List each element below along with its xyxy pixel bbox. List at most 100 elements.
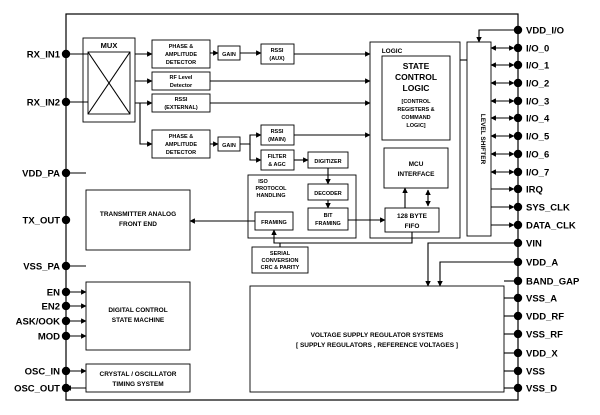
svg-text:FRAMING: FRAMING bbox=[315, 221, 341, 227]
svg-text:[CONTROL: [CONTROL bbox=[401, 99, 431, 105]
pin-rx-in1 bbox=[61, 49, 71, 59]
pin-osc-out bbox=[61, 383, 71, 393]
svg-text:DETECTOR: DETECTOR bbox=[166, 60, 196, 66]
pin-vdd-a bbox=[513, 257, 523, 267]
pin-sys-clk bbox=[513, 202, 523, 212]
pin-rx-in2 bbox=[61, 97, 71, 107]
pin-i-o-3 bbox=[513, 96, 523, 106]
pin-vdd-pa bbox=[61, 168, 71, 178]
crystal-oscillator-block bbox=[85, 363, 191, 393]
pin-label-en: EN bbox=[47, 288, 60, 299]
svg-text:MCU: MCU bbox=[409, 161, 424, 168]
svg-text:CRC & PARITY: CRC & PARITY bbox=[261, 265, 300, 271]
svg-text:TRANSMITTER ANALOG: TRANSMITTER ANALOG bbox=[100, 211, 176, 218]
pin-label-irq: IRQ bbox=[526, 185, 543, 196]
svg-text:RF Level: RF Level bbox=[170, 75, 193, 81]
pin-vdd-rf bbox=[513, 311, 523, 321]
pin-osc-in bbox=[61, 366, 71, 376]
pin-label-vss-pa: VSS_PA bbox=[23, 262, 60, 273]
pin-label-ask-ook: ASK/OOK bbox=[16, 317, 60, 328]
svg-text:BIT: BIT bbox=[324, 213, 334, 219]
svg-text:PHASE &: PHASE & bbox=[169, 134, 193, 140]
level-shifter-io-lines bbox=[476, 29, 518, 389]
pin-i-o-0 bbox=[513, 43, 523, 53]
svg-text:INTERFACE: INTERFACE bbox=[398, 171, 436, 178]
pin-label-rx-in2: RX_IN2 bbox=[27, 98, 60, 109]
svg-text:AMPLITUDE: AMPLITUDE bbox=[165, 52, 197, 58]
pin-label-rx-in1: RX_IN1 bbox=[27, 50, 61, 61]
svg-text:Detector: Detector bbox=[170, 83, 193, 89]
svg-text:(EXTERNAL): (EXTERNAL) bbox=[164, 105, 197, 111]
svg-text:GAIN: GAIN bbox=[222, 52, 236, 58]
pin-vss-pa bbox=[61, 261, 71, 271]
pin-label-osc-in: OSC_IN bbox=[25, 367, 61, 378]
svg-text:CONVERSION: CONVERSION bbox=[262, 258, 299, 264]
pin-label-vin: VIN bbox=[526, 239, 542, 250]
pin-vdd-x bbox=[513, 348, 523, 358]
pin-vin bbox=[513, 238, 523, 248]
svg-text:STATE MACHINE: STATE MACHINE bbox=[112, 317, 165, 324]
level-shifter-block bbox=[466, 41, 492, 237]
level-shifter-label: LEVEL SHIFTER bbox=[479, 114, 486, 165]
pin-label-vdd-rf: VDD_RF bbox=[526, 312, 564, 323]
pin-vss-rf bbox=[513, 329, 523, 339]
svg-text:RSSI: RSSI bbox=[175, 97, 188, 103]
svg-text:FIFO: FIFO bbox=[405, 223, 420, 230]
svg-text:PROTOCOL: PROTOCOL bbox=[255, 186, 287, 192]
pin-i-o-2 bbox=[513, 78, 523, 88]
pin-label-band-gap: BAND_GAP bbox=[526, 277, 580, 288]
pin-band-gap bbox=[513, 276, 523, 286]
pin-vss-d bbox=[513, 383, 523, 393]
svg-text:AMPLITUDE: AMPLITUDE bbox=[165, 142, 197, 148]
svg-text:LOGIC: LOGIC bbox=[382, 48, 403, 55]
svg-text:CRYSTAL / OSCILLATOR: CRYSTAL / OSCILLATOR bbox=[100, 371, 177, 378]
pin-vss-a bbox=[513, 293, 523, 303]
svg-text:128 BYTE: 128 BYTE bbox=[397, 213, 428, 220]
pin-label-sys-clk: SYS_CLK bbox=[526, 203, 570, 214]
pin-i-o-4 bbox=[513, 113, 523, 123]
pin-label-i-o-1: I/O_1 bbox=[526, 61, 550, 72]
svg-text:TIMING SYSTEM: TIMING SYSTEM bbox=[112, 381, 163, 388]
pin-tx-out bbox=[61, 215, 71, 225]
pin-label-vss-a: VSS_A bbox=[526, 294, 557, 305]
svg-text:DIGITAL CONTROL: DIGITAL CONTROL bbox=[108, 307, 167, 314]
pin-label-tx-out: TX_OUT bbox=[23, 216, 61, 227]
svg-text:COMMAND: COMMAND bbox=[401, 115, 430, 121]
mux-label: MUX bbox=[101, 41, 118, 50]
digital-control-block bbox=[85, 281, 191, 351]
pin-i-o-6 bbox=[513, 149, 523, 159]
pin-label-vss-rf: VSS_RF bbox=[526, 330, 563, 341]
pin-label-i-o-3: I/O_3 bbox=[526, 97, 549, 108]
svg-text:REGISTERS &: REGISTERS & bbox=[397, 107, 434, 113]
mcu-interface-block bbox=[383, 147, 449, 189]
svg-text:(MAIN): (MAIN) bbox=[268, 137, 286, 143]
pin-label-i-o-2: I/O_2 bbox=[526, 79, 549, 90]
svg-text:CONTROL: CONTROL bbox=[395, 72, 437, 82]
pin-vdd-i-o bbox=[513, 25, 523, 35]
svg-text:DIGITIZER: DIGITIZER bbox=[314, 159, 341, 165]
pin-irq bbox=[513, 184, 523, 194]
svg-text:FILTER: FILTER bbox=[268, 154, 287, 160]
svg-text:HANDLING: HANDLING bbox=[256, 193, 285, 199]
voltage-supply-block bbox=[249, 285, 505, 393]
pin-label-i-o-7: I/O_7 bbox=[526, 168, 549, 179]
pin-label-i-o-4: I/O_4 bbox=[526, 114, 550, 125]
svg-text:ISO: ISO bbox=[258, 179, 268, 185]
svg-text:(AUX): (AUX) bbox=[269, 56, 284, 62]
pin-label-vdd-a: VDD_A bbox=[526, 258, 558, 269]
svg-text:FRAMING: FRAMING bbox=[261, 220, 287, 226]
pin-label-vss: VSS bbox=[526, 367, 545, 378]
pin-data-clk bbox=[513, 220, 523, 230]
pin-label-en2: EN2 bbox=[42, 302, 60, 313]
pin-label-vdd-i-o: VDD_I/O bbox=[526, 26, 564, 37]
svg-text:DETECTOR: DETECTOR bbox=[166, 150, 196, 156]
svg-text:LOGIC: LOGIC bbox=[403, 83, 430, 93]
pin-i-o-7 bbox=[513, 167, 523, 177]
pin-label-vss-d: VSS_D bbox=[526, 384, 557, 395]
svg-text:GAIN: GAIN bbox=[222, 143, 236, 149]
svg-text:VOLTAGE SUPPLY REGULATOR SYSTE: VOLTAGE SUPPLY REGULATOR SYSTEMS bbox=[311, 332, 444, 339]
svg-text:& AGC: & AGC bbox=[268, 162, 286, 168]
svg-text:STATE: STATE bbox=[403, 61, 430, 71]
pin-label-data-clk: DATA_CLK bbox=[526, 221, 576, 232]
